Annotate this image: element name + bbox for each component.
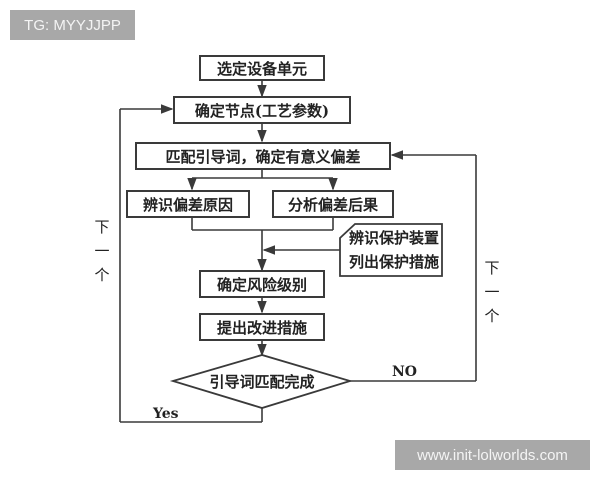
node-analyze-consequence-text: 分析偏差后果 [287, 195, 378, 214]
node-protection-line2: 列出保护措施 [348, 253, 439, 271]
next-left-char-1: 下 [94, 218, 110, 236]
next-left-char-2: 一 [94, 242, 110, 260]
edge-label-next-left: 下 一 个 [93, 215, 111, 287]
next-right-char-3: 个 [484, 307, 500, 325]
watermark-top: TG: MYYJJPP [10, 10, 135, 40]
watermark-bottom-text: www.init-lolworlds.com [417, 446, 568, 464]
protection-shape [339, 223, 443, 277]
next-left-char-3: 个 [94, 266, 110, 284]
node-identify-cause-text: 辨识偏差原因 [142, 195, 233, 214]
watermark-top-text: TG: MYYJJPP [24, 16, 121, 34]
edge-label-yes-text: Yes [153, 406, 179, 422]
next-right-char-2: 一 [484, 283, 500, 301]
node-select-unit-text: 选定设备单元 [216, 59, 307, 78]
node-select-unit: 选定设备单元 [199, 55, 325, 81]
node-improvement: 提出改进措施 [199, 313, 325, 341]
edge-label-next-right: 下 一 个 [483, 256, 501, 328]
node-match-guideword-text: 匹配引导词，确定有意义偏差 [165, 147, 361, 166]
edge-label-yes: Yes [153, 406, 179, 422]
decision-label: 引导词匹配完成 [190, 371, 334, 392]
node-determine-node: 确定节点(工艺参数) [173, 96, 351, 124]
node-identify-cause: 辨识偏差原因 [126, 190, 250, 218]
edge-label-no: NO [392, 364, 417, 380]
node-determine-node-text: 确定节点(工艺参数) [194, 101, 330, 120]
node-match-guideword: 匹配引导词，确定有意义偏差 [135, 142, 391, 170]
node-protection: 辨识保护装置 列出保护措施 [346, 226, 442, 274]
decision-diamond [169, 354, 354, 409]
node-analyze-consequence: 分析偏差后果 [272, 190, 394, 218]
watermark-bottom: www.init-lolworlds.com [395, 440, 590, 470]
node-protection-line1: 辨识保护装置 [348, 229, 439, 247]
next-right-char-1: 下 [484, 259, 500, 277]
node-risk-level: 确定风险级别 [199, 270, 325, 298]
node-risk-level-text: 确定风险级别 [216, 275, 307, 294]
node-improvement-text: 提出改进措施 [216, 318, 307, 337]
decision-text: 引导词匹配完成 [209, 373, 315, 391]
edge-label-no-text: NO [392, 364, 417, 380]
